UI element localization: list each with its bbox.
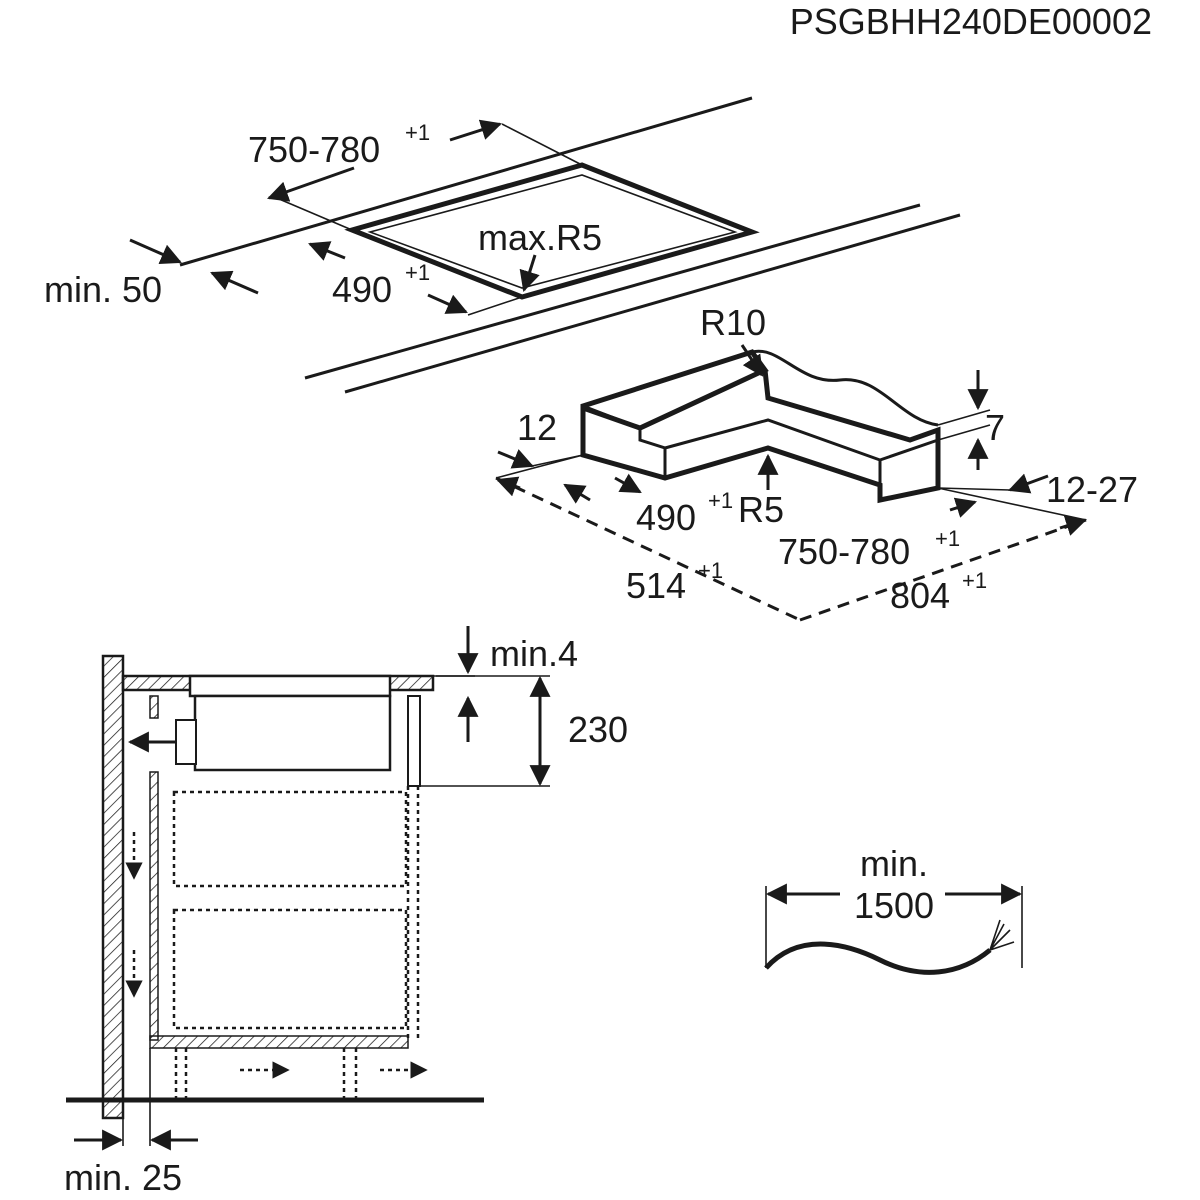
- cutout-width-tol: +1: [405, 120, 430, 145]
- cabinet-back-panel: [149, 771, 159, 1041]
- frame-12-label: 12: [517, 407, 557, 448]
- cutout-width-label: 750-780: [248, 129, 380, 170]
- section-min-gap-label: min.4: [490, 633, 578, 674]
- cable-line: [764, 941, 992, 975]
- frame-width-outer-label: 804: [890, 575, 950, 616]
- rear-wall: [101, 654, 125, 1120]
- cutout-depth-tol: +1: [405, 260, 430, 285]
- frame-7-label: 7: [985, 407, 1005, 448]
- hob-glass: [188, 674, 392, 698]
- frame-step: [582, 404, 667, 478]
- frame-depth-dash: [495, 476, 801, 622]
- frame-depth-outer-label: 514: [626, 565, 686, 606]
- frame-depth-tol: +1: [708, 488, 733, 513]
- hob-body: [193, 694, 392, 772]
- frame-width-outer-tol: +1: [962, 568, 987, 593]
- cabinet-front-panel: [407, 695, 421, 787]
- countertop-front-edge-1: [304, 203, 921, 380]
- hob-outlet: [175, 719, 197, 765]
- frame-width-dash: [799, 518, 1087, 622]
- cutout-depth-label: 490: [332, 269, 392, 310]
- countertop-back-edge: [179, 96, 753, 267]
- cable-view: min. 1500: [764, 843, 1023, 975]
- frame-12-27-label: 12-27: [1046, 469, 1138, 510]
- frame-width-tol: +1: [935, 526, 960, 551]
- cutout-radius-label: max.R5: [478, 217, 602, 258]
- drawer-top: [172, 790, 408, 888]
- frame-step-inner: [664, 418, 882, 500]
- cutout-inner-edge: [367, 174, 738, 289]
- cable-min-label: min.: [860, 843, 928, 884]
- section-rear-gap-label: min. 25: [64, 1157, 182, 1198]
- cabinet-bottom: [149, 1035, 409, 1049]
- cutout-outline: [344, 162, 760, 300]
- drawer-bottom: [172, 908, 408, 1030]
- frame-break-line: [751, 349, 939, 427]
- cabinet-section-view: min.4 230 min. 25: [64, 626, 628, 1198]
- frame-depth-outer-tol: +1: [698, 558, 723, 583]
- frame-r10-label: R10: [700, 302, 766, 343]
- cable-length-label: 1500: [854, 885, 934, 926]
- frame-depth-label: 490: [636, 497, 696, 538]
- frame-r5-label: R5: [738, 489, 784, 530]
- document-code: PSGBHH240DE00002: [790, 1, 1152, 42]
- countertop-cutout-view: 750-780 +1 490 +1 max.R5 min. 50: [44, 96, 961, 394]
- recess-frame-view: R10 7 12 12-27 490 +1 R5 750-780 +1 514 …: [495, 302, 1138, 622]
- frame-width-label: 750-780: [778, 531, 910, 572]
- cable-wires: [989, 919, 1015, 951]
- edge-min-label: min. 50: [44, 269, 162, 310]
- section-height-label: 230: [568, 709, 628, 750]
- countertop-front-edge-2: [344, 213, 961, 394]
- frame-step-side: [879, 438, 939, 462]
